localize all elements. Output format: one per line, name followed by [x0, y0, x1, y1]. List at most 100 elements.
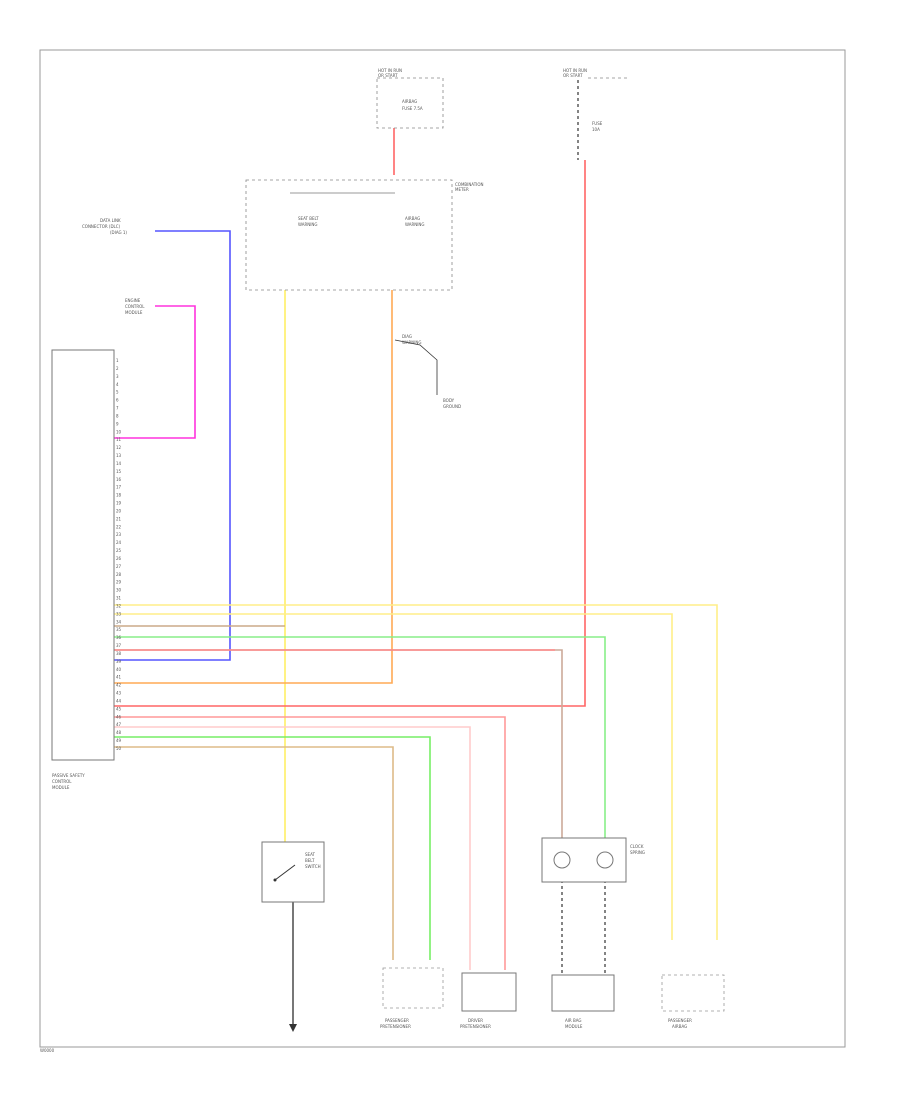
ecm-line-3: MODULE: [125, 310, 143, 315]
module-pin-label: 30: [116, 588, 122, 593]
module-pin-label: 16: [116, 477, 122, 482]
fuse-right-line-2: OR START: [563, 73, 583, 78]
diag-line-2: WARNING: [402, 340, 422, 345]
pass-airbag-label-2: AIRBAG: [672, 1024, 687, 1029]
wire-orange-warning: [112, 290, 393, 684]
module-pin-label: 49: [116, 738, 122, 743]
module-pin-label: 3: [116, 374, 119, 379]
module-pin-label: 41: [116, 675, 122, 680]
pass-pre-label-2: PRETENSIONER: [380, 1024, 411, 1029]
driver-airbag: AIR BAG MODULE: [551, 974, 615, 1029]
passenger-airbag: PASSENGER AIRBAG: [661, 974, 725, 1029]
module-pin-label: 10: [116, 429, 122, 434]
ground-arrow-icon: [289, 1024, 297, 1032]
wire-green-pass-pre: [112, 736, 431, 960]
driver-pretensioner: DRIVER PRETENSIONER: [460, 972, 517, 1029]
module-pin-label: 43: [116, 691, 122, 696]
pass-pre-label-1: PASSENGER: [385, 1018, 409, 1023]
module-pin-label: 37: [116, 643, 122, 648]
cluster-label-2: METER: [455, 187, 469, 192]
clock-spring: CLOCK SPRING: [541, 837, 645, 883]
module-pin-label: 22: [116, 524, 122, 529]
footer-code: W0000: [40, 1048, 55, 1053]
module-pin-label: 35: [116, 627, 122, 632]
dlc-line-2: CONNECTOR (DLC): [82, 224, 121, 229]
module-pin-label: 9: [116, 421, 119, 426]
cluster-label-1: COMBINATION: [455, 182, 484, 187]
ecm-line-1: ENGINE: [125, 298, 141, 303]
ecm-line-2: CONTROL: [125, 304, 145, 309]
diagram-frame: [39, 49, 846, 1048]
diag-line-1: DIAG: [402, 334, 412, 339]
module-label-2: CONTROL: [52, 779, 72, 784]
lamp-airbag-2: WARNING: [405, 222, 425, 227]
fuse-left-line-3: AIRBAG: [402, 99, 417, 104]
control-module: 1234567891011121314151617181920212223242…: [51, 349, 122, 790]
module-pin-label: 1: [116, 358, 119, 363]
wire-diag-link: [394, 339, 438, 395]
module-pin-label: 20: [116, 508, 122, 513]
module-pin-label: 34: [116, 619, 122, 624]
lamp-seatbelt-2: WARNING: [298, 222, 318, 227]
wire-yellow-bus-2: [112, 613, 673, 940]
module-pin-label: 13: [116, 453, 122, 458]
module-pin-label: 50: [116, 746, 122, 751]
module-pin-label: 27: [116, 564, 122, 569]
seatbelt-label-2: BELT: [305, 858, 315, 863]
drv-pre-label-1: DRIVER: [468, 1018, 483, 1023]
wire-pink-driver-pre: [112, 716, 506, 970]
wire-red-fuse: [112, 160, 586, 707]
module-pin-label: 36: [116, 635, 122, 640]
module-pin-label: 28: [116, 572, 122, 577]
seatbelt-label-1: SEAT: [305, 852, 315, 857]
module-pin-label: 44: [116, 699, 122, 704]
wire-brown-clock: [112, 649, 563, 838]
module-pin-label: 7: [116, 406, 119, 411]
dlc-label: DATA LINK CONNECTOR (DLC) (DIAG 1): [82, 218, 127, 235]
wire-pink-light: [112, 726, 471, 970]
seatbelt-label-3: SWITCH: [305, 864, 321, 869]
module-pin-label: 39: [116, 659, 122, 664]
wire-magenta-ecm: [112, 305, 196, 439]
module-pin-label: 48: [116, 730, 122, 735]
module-pin-label: 46: [116, 714, 122, 719]
seatbelt-switch: SEAT BELT SWITCH: [261, 841, 325, 903]
clock-label-2: SPRING: [630, 850, 645, 855]
drv-airbag-label-1: AIR BAG: [565, 1018, 581, 1023]
module-pin-label: 17: [116, 485, 122, 490]
module-pin-label: 19: [116, 501, 122, 506]
module-pin-label: 18: [116, 493, 122, 498]
fuse-right: HOT IN RUN OR START FUSE 10A: [563, 68, 630, 132]
fuse-left-line-2: OR START: [378, 73, 398, 78]
fuse-right-line-1: HOT IN RUN: [563, 68, 587, 73]
fuse-right-line-3: FUSE: [592, 121, 603, 126]
module-label-3: MODULE: [52, 785, 70, 790]
passenger-pretensioner: PASSENGER PRETENSIONER: [380, 967, 444, 1029]
wire-yellow-bus-1: [112, 604, 718, 940]
module-pin-labels: 1234567891011121314151617181920212223242…: [116, 358, 122, 751]
module-pin-label: 23: [116, 532, 122, 537]
instrument-cluster: COMBINATION METER SEAT BELT WARNING AIRB…: [245, 179, 484, 291]
module-pin-label: 33: [116, 611, 122, 616]
drv-pre-label-2: PRETENSIONER: [460, 1024, 491, 1029]
ground-line-2: GROUND: [443, 404, 461, 409]
lamp-airbag-1: AIRBAG: [405, 216, 420, 221]
fuse-left-line-1: HOT IN RUN: [378, 68, 402, 73]
fuse-left-line-4: FUSE 7.5A: [402, 106, 423, 111]
module-pin-label: 45: [116, 706, 122, 711]
fuse-left: HOT IN RUN OR START AIRBAG FUSE 7.5A: [376, 68, 444, 129]
module-label-1: PASSIVE SAFETY: [52, 773, 85, 778]
pass-airbag-label-1: PASSENGER: [668, 1018, 692, 1023]
lamp-seatbelt-1: SEAT BELT: [298, 216, 319, 221]
module-pin-label: 47: [116, 722, 122, 727]
ecm-label: ENGINE CONTROL MODULE: [125, 298, 145, 315]
ground-line-1: BODY: [443, 398, 455, 403]
dlc-line-3: (DIAG 1): [110, 230, 127, 235]
module-pin-label: 14: [116, 461, 122, 466]
module-pin-label: 8: [116, 413, 119, 418]
module-pin-label: 4: [116, 382, 119, 387]
module-pin-label: 21: [116, 516, 122, 521]
module-pin-label: 38: [116, 651, 122, 656]
module-pin-label: 29: [116, 580, 122, 585]
